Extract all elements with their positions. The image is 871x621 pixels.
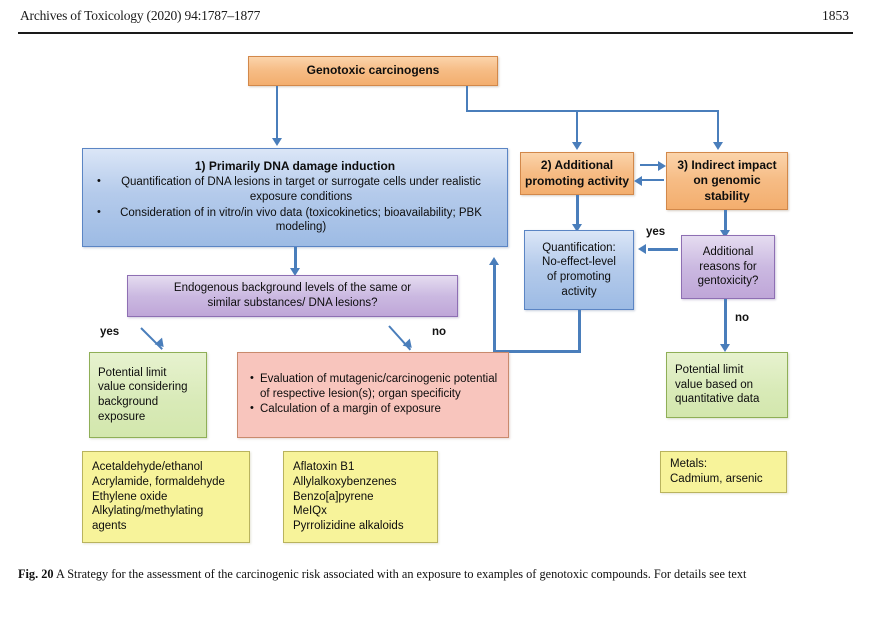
node-examples-middle: Aflatoxin B1 Allylalkoxybenzenes Benzo[a… (283, 451, 438, 543)
figure-caption: Fig. 20 A Strategy for the assessment of… (18, 566, 854, 582)
connector-quantification-feedback-down (578, 310, 581, 352)
arrowhead-gentoxicity-yes (638, 244, 646, 254)
example-line: Allylalkoxybenzenes (293, 475, 397, 488)
example-line: Aflatoxin B1 (293, 461, 355, 474)
arrowhead-bracket-to-box3 (713, 142, 723, 150)
node-examples-right: Metals: Cadmium, arsenic (660, 451, 787, 493)
node-limit-quantitative-line2: value based on (675, 378, 754, 391)
connector-root-bracket-stem (466, 86, 468, 112)
node-limit-background-line2: value considering (98, 381, 188, 394)
connector-box3-to-box2 (642, 179, 664, 181)
node-limit-background-line3: background (98, 396, 159, 408)
connector-box2-to-box3 (640, 164, 660, 166)
node-evaluation-mutagenic-potential: Evaluation of mutagenic/carcinogenic pot… (237, 352, 509, 438)
example-line: Alkylating/methylating (92, 505, 204, 518)
connector-box3-to-additional-reasons (724, 210, 727, 232)
node-genotoxic-carcinogens-label: Genotoxic carcinogens (306, 62, 440, 77)
node-quantification-line3: of promoting (547, 271, 611, 283)
arrowhead-box1-to-endogenous (290, 268, 300, 276)
node-limit-background-line4: exposure (98, 410, 146, 423)
node-limit-background-line1: Potential limit (98, 366, 167, 379)
node-quantification-line2: No-effect-level (542, 256, 616, 269)
node-additional-reasons-line2: reasons for (699, 260, 757, 273)
journal-citation: Archives of Toxicology (2020) 94:1787–18… (20, 8, 261, 23)
node-potential-limit-background: Potential limit value considering backgr… (89, 352, 207, 438)
node-indirect-impact-genomic-stability: 3) Indirect impact on genomic stability (666, 152, 788, 210)
example-line: Benzo[a]pyrene (293, 490, 374, 503)
bullet-item: Quantification of DNA lesions in target … (95, 174, 495, 204)
arrowhead-endogenous-no (402, 338, 416, 352)
node-limit-quantitative-line1: Potential limit (675, 363, 744, 376)
example-line: Metals: (670, 458, 708, 471)
edge-label-no-gentoxicity: no (735, 312, 750, 324)
node-additional-reasons-line3: gentoxicity? (697, 275, 759, 288)
node-indirect-impact-line1: 3) Indirect impact (677, 157, 777, 172)
arrowhead-bracket-to-box2 (572, 142, 582, 150)
arrowhead-quantification-feedback (489, 257, 499, 265)
node-quantification-line1: Quantification: (542, 241, 616, 254)
node-primary-dna-damage-title: 1) Primarily DNA damage induction (194, 158, 396, 173)
node-endogenous-line1: Endogenous background levels of the same… (173, 282, 412, 295)
connector-bracket-to-box2 (576, 110, 578, 142)
node-additional-promoting-activity: 2) Additional promoting activity (520, 152, 634, 195)
node-quantification-line4: activity (561, 285, 597, 298)
node-additional-reasons-line1: Additional (702, 245, 754, 258)
example-line: Ethylene oxide (92, 490, 168, 503)
node-genotoxic-carcinogens: Genotoxic carcinogens (248, 56, 498, 86)
node-additional-promoting-activity-line1: 2) Additional (540, 158, 614, 173)
node-endogenous-line2: similar substances/ DNA lesions? (207, 297, 378, 309)
connector-box1-to-endogenous (294, 247, 297, 270)
example-line: Pyrrolizidine alkaloids (293, 520, 404, 533)
example-line: Cadmium, arsenic (670, 473, 763, 485)
edge-label-yes-endogenous: yes (100, 326, 120, 338)
connector-root-bracket-span (466, 110, 719, 112)
bullet-item: Consideration of in vitro/in vivo data (… (95, 205, 495, 235)
bullet-item: Evaluation of mutagenic/carcinogenic pot… (248, 371, 498, 401)
bullet-item: Calculation of a margin of exposure (248, 401, 498, 417)
arrowhead-gentoxicity-no (720, 344, 730, 352)
node-additional-promoting-activity-line2: promoting activity (525, 173, 630, 188)
arrowhead-root-to-box1 (272, 138, 282, 146)
node-primary-dna-damage: 1) Primarily DNA damage induction Quanti… (82, 148, 508, 247)
connector-box2-to-quantification (576, 195, 579, 226)
arrowhead-box3-to-additional-reasons (720, 230, 730, 238)
node-quantification-no-effect-level: Quantification: No-effect-level of promo… (524, 230, 634, 310)
arrowhead-box2-to-quantification (572, 224, 582, 232)
figure-flowchart: Genotoxic carcinogens 1) Primarily DNA d… (0, 36, 871, 561)
figure-caption-label: Fig. 20 (18, 567, 54, 581)
page-header: Archives of Toxicology (2020) 94:1787–18… (0, 0, 871, 36)
connector-root-to-box1 (276, 86, 278, 138)
arrowhead-box3-to-box2 (634, 176, 642, 186)
node-primary-dna-damage-bullets: Quantification of DNA lesions in target … (95, 174, 495, 236)
node-indirect-impact-line3: stability (704, 188, 750, 203)
arrowhead-box2-to-box3 (658, 161, 666, 171)
connector-gentoxicity-no (724, 299, 727, 346)
node-endogenous-background-levels: Endogenous background levels of the same… (127, 275, 458, 317)
connector-quantification-feedback-across (493, 350, 581, 353)
node-evaluation-bullets: Evaluation of mutagenic/carcinogenic pot… (248, 371, 498, 418)
edge-label-yes-gentoxicity: yes (646, 226, 666, 238)
edge-label-no-endogenous: no (432, 326, 447, 338)
connector-bracket-to-box3 (717, 110, 719, 142)
node-additional-reasons-gentoxicity: Additional reasons for gentoxicity? (681, 235, 775, 299)
page-number: 1853 (822, 8, 849, 23)
connector-gentoxicity-yes (648, 248, 678, 251)
example-line: agents (92, 520, 127, 533)
node-indirect-impact-line2: on genomic (693, 173, 761, 188)
example-line: Acrylamide, formaldehyde (92, 475, 225, 488)
example-line: Acetaldehyde/ethanol (92, 461, 203, 474)
node-examples-left: Acetaldehyde/ethanol Acrylamide, formald… (82, 451, 250, 543)
example-line: MeIQx (293, 505, 327, 518)
figure-caption-text: A Strategy for the assessment of the car… (55, 567, 747, 581)
connector-quantification-feedback-up (493, 264, 496, 352)
node-potential-limit-quantitative: Potential limit value based on quantitat… (666, 352, 788, 418)
arrowhead-endogenous-yes (154, 337, 168, 351)
header-divider (18, 32, 853, 34)
node-limit-quantitative-line3: quantitative data (675, 393, 760, 406)
